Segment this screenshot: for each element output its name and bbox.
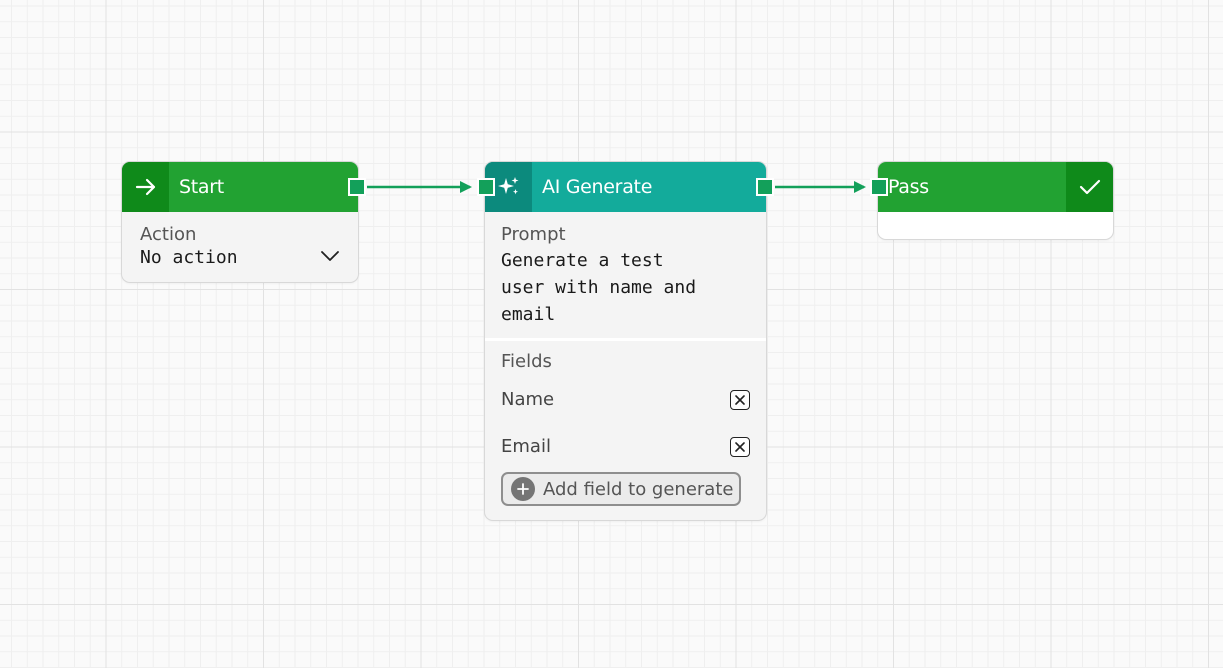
ai-output-handle[interactable] bbox=[756, 178, 774, 196]
pass-node[interactable]: Pass bbox=[870, 162, 1113, 239]
chevron-down-icon bbox=[320, 249, 340, 267]
action-select-value: No action bbox=[140, 247, 238, 268]
start-node[interactable]: Start Action No action bbox=[122, 162, 366, 282]
pass-input-handle[interactable] bbox=[870, 178, 888, 196]
field-email-label: Email bbox=[501, 436, 551, 457]
action-select[interactable]: No action bbox=[140, 247, 340, 268]
start-output-handle[interactable] bbox=[348, 178, 366, 196]
field-name-label: Name bbox=[501, 389, 555, 410]
fields-label: Fields bbox=[501, 351, 552, 372]
prompt-textarea[interactable]: Generate a test user with name and email bbox=[501, 247, 750, 328]
add-field-button[interactable]: Add field to generate bbox=[501, 472, 741, 506]
prompt-line: email bbox=[501, 304, 556, 325]
ai-generate-node-header[interactable]: AI Generate bbox=[477, 162, 774, 212]
check-icon bbox=[1066, 162, 1113, 212]
add-field-button-label: Add field to generate bbox=[543, 478, 734, 500]
pass-node-header[interactable]: Pass bbox=[870, 162, 1113, 212]
ai-input-handle[interactable] bbox=[477, 178, 495, 196]
ai-generate-node[interactable]: AI Generate Prompt Generate a test user … bbox=[477, 162, 774, 520]
plus-icon bbox=[511, 477, 535, 501]
arrow-right-icon bbox=[122, 162, 169, 212]
prompt-line: user with name and bbox=[501, 277, 697, 298]
prompt-line: Generate a test bbox=[501, 250, 664, 271]
start-node-title: Start bbox=[179, 176, 224, 198]
prompt-label: Prompt bbox=[501, 224, 566, 245]
remove-field-button[interactable] bbox=[730, 436, 750, 457]
start-node-header[interactable]: Start bbox=[122, 162, 366, 212]
pass-node-title: Pass bbox=[888, 176, 929, 198]
close-icon bbox=[735, 394, 745, 405]
ai-generate-node-title: AI Generate bbox=[542, 176, 653, 198]
prompt-section: Prompt Generate a test user with name an… bbox=[485, 212, 766, 341]
field-row: Email bbox=[501, 423, 750, 470]
action-label: Action bbox=[140, 224, 197, 245]
close-icon bbox=[735, 441, 745, 452]
field-row: Name bbox=[501, 376, 750, 423]
remove-field-button[interactable] bbox=[730, 389, 750, 410]
fields-section: Fields Name Email Add field to generate bbox=[485, 341, 766, 506]
